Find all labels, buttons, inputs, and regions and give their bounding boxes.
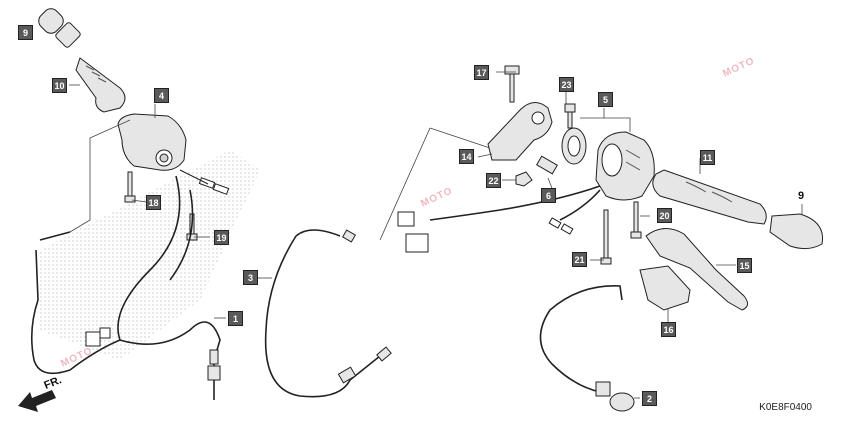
part-switch-housing-right [595, 131, 655, 201]
part-seal-ring [561, 127, 587, 165]
callout-10: 10 [52, 78, 67, 93]
callout-11: 11 [700, 150, 715, 165]
callout-21: 21 [572, 252, 587, 267]
part-switch-6 [536, 155, 558, 175]
part-connector-block-right [397, 211, 574, 253]
part-clutch-cable [264, 229, 381, 398]
part-screw-23 [564, 103, 576, 129]
part-cable-ends-3 [337, 229, 392, 384]
part-screw-18 [124, 171, 136, 203]
part-nut-22 [515, 171, 533, 187]
part-lever-cover [639, 265, 691, 311]
part-grip-end-left [38, 8, 81, 48]
part-bolt-17 [504, 65, 520, 103]
callout-5: 5 [598, 92, 613, 107]
callout-20: 20 [657, 208, 672, 223]
callout-2: 2 [642, 391, 657, 406]
leader-lines-center [258, 127, 497, 279]
callout-9: 9 [18, 25, 33, 40]
callout-22: 22 [486, 173, 501, 188]
callout-3: 3 [243, 270, 258, 285]
part-choke-knob [595, 381, 635, 412]
front-arrow-icon [18, 390, 56, 412]
label-9-right: 9 [798, 190, 805, 202]
callout-14: 14 [459, 149, 474, 164]
diagram-reference-code: K0E8F0400 [759, 402, 812, 413]
part-grip-end-right [769, 213, 824, 250]
part-switch-housing-left [117, 113, 187, 171]
part-screw-20 [630, 201, 642, 239]
callout-6: 6 [541, 188, 556, 203]
part-brake-lever [645, 228, 748, 311]
part-harness-left [30, 175, 221, 400]
part-lever-holder [487, 102, 553, 161]
part-cable-end-1 [207, 349, 221, 381]
callout-19: 19 [214, 230, 229, 245]
callout-16: 16 [661, 322, 676, 337]
part-connector-block-left [85, 327, 111, 347]
part-throttle-grip [652, 169, 767, 225]
dotted-shade-left [40, 150, 260, 360]
part-connectors-left [179, 169, 230, 195]
part-harness-right [429, 185, 601, 221]
leader-lines-left [69, 84, 226, 319]
callout-17: 17 [474, 65, 489, 80]
callout-1: 1 [228, 311, 243, 326]
part-grip-left [75, 57, 126, 113]
callout-18: 18 [146, 195, 161, 210]
part-screw-21 [600, 209, 612, 265]
callout-23: 23 [559, 77, 574, 92]
part-choke-cable [539, 285, 623, 393]
callout-15: 15 [737, 258, 752, 273]
callout-4: 4 [154, 88, 169, 103]
